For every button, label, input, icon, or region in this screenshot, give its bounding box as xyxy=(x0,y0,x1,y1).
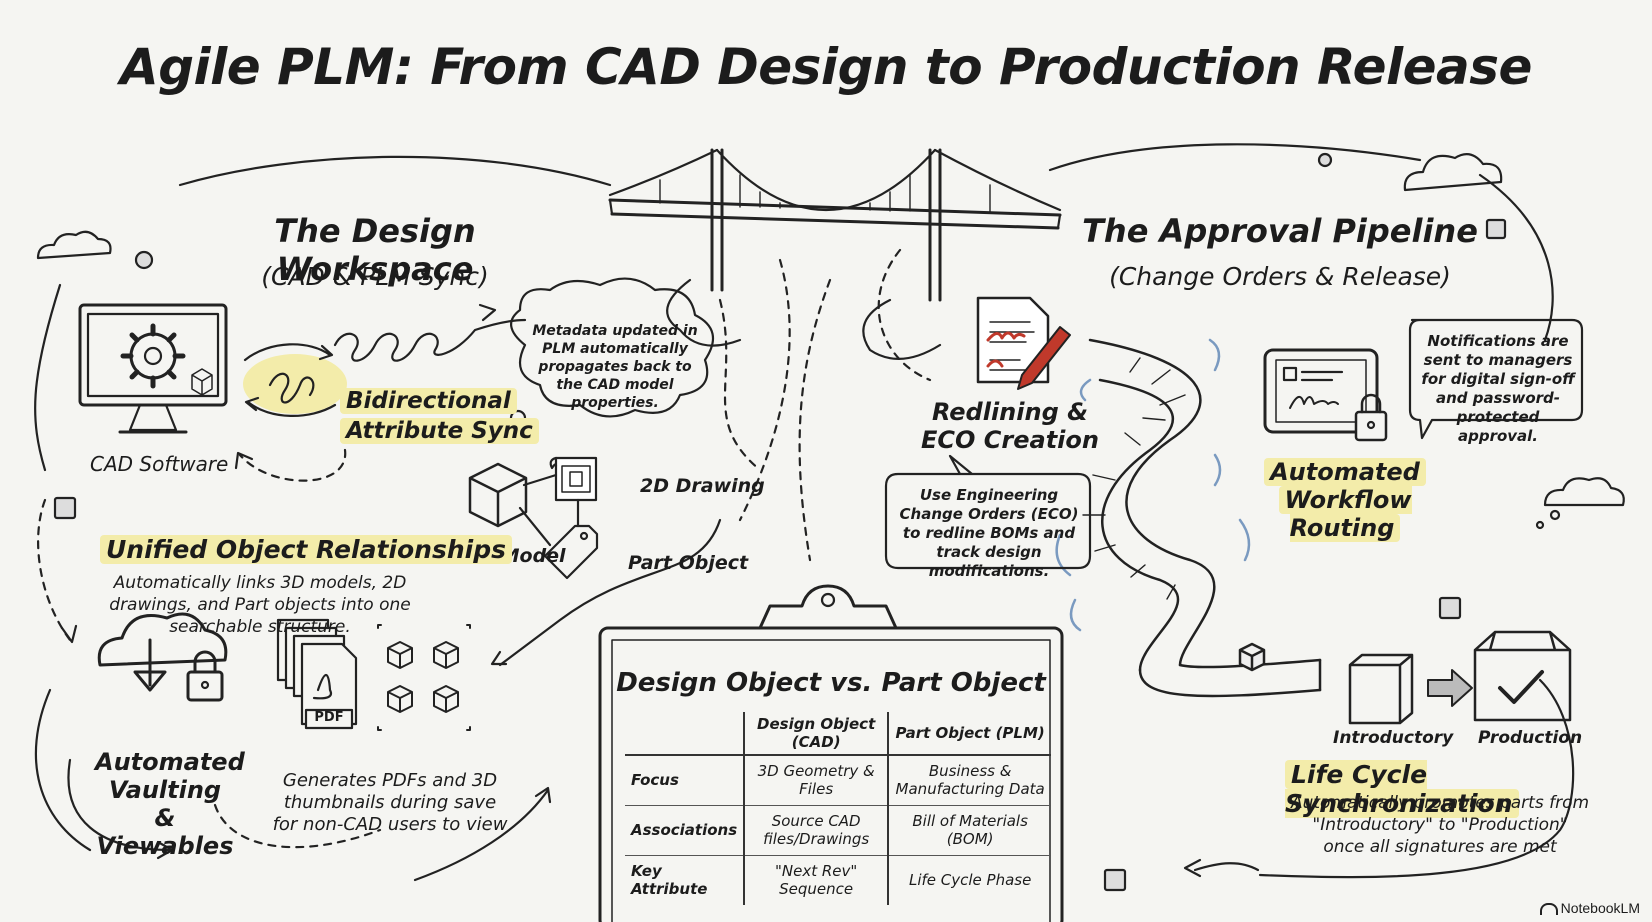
cube-icon xyxy=(468,462,528,528)
relationships-title: Unified Object Relationships xyxy=(100,535,512,564)
eco-bubble-outline xyxy=(884,454,1092,570)
padlock-icon xyxy=(1354,393,1388,442)
design-workspace-heading: The Design Workspace xyxy=(274,212,476,288)
cube-introductory-icon xyxy=(1348,653,1414,725)
sync-arrows-icon xyxy=(243,343,347,417)
redlining-title: Redlining & ECO Creation xyxy=(921,398,1099,454)
cad-software-label: CAD Software xyxy=(90,452,229,476)
cloud-lock-icon xyxy=(97,612,228,702)
approval-pipeline-subheading: (Change Orders & Release) xyxy=(1109,262,1451,291)
table-row: Key Attribute "Next Rev" Sequence Life C… xyxy=(625,855,1052,905)
tag-icon xyxy=(543,524,599,580)
eco-bubble-text: Use Engineering Change Orders (ECO) to r… xyxy=(899,486,1079,580)
computer-gear-icon xyxy=(78,303,228,434)
drawing-icon xyxy=(549,456,598,502)
lifecycle-title: Life Cycle Synchronization xyxy=(1285,760,1652,818)
design-workspace-subheading: (CAD & PLM Sync) xyxy=(261,262,489,291)
production-label: Production xyxy=(1478,728,1583,748)
viewables-text: Generates PDFs and 3D thumbnails during … xyxy=(272,770,508,835)
tablet-signature-icon xyxy=(1263,348,1379,434)
table-row: Focus 3D Geometry & Files Business & Man… xyxy=(625,755,1052,805)
document-pen-icon xyxy=(976,296,1071,390)
notify-bubble-text: Notifications are sent to managers for d… xyxy=(1421,332,1575,445)
bidirectional-sync-label: Bidirectional Attribute Sync xyxy=(340,386,539,446)
conveyor-icon xyxy=(1082,338,1322,698)
cloud-doodle-1 xyxy=(36,230,112,260)
notebooklm-logo-icon xyxy=(1539,903,1558,916)
part-object-label: Part Object xyxy=(628,552,749,574)
cloud-doodle-2 xyxy=(1403,153,1503,192)
comparison-table-title: Design Object vs. Part Object xyxy=(616,668,1046,698)
notify-bubble-outline xyxy=(1408,318,1584,440)
introductory-label: Introductory xyxy=(1333,728,1454,748)
pdf-label: PDF xyxy=(314,710,344,725)
brand-footer: NotebookLM xyxy=(1539,900,1640,916)
col-design-object: Design Object (CAD) xyxy=(743,712,889,755)
table-row: Associations Source CAD files/Drawings B… xyxy=(625,805,1052,855)
drawing-2d-label: 2D Drawing xyxy=(640,475,765,497)
lifecycle-text: Automatically promotes parts from "Intro… xyxy=(1290,793,1590,857)
page-title: Agile PLM: From CAD Design to Production… xyxy=(120,38,1532,96)
bridge-icon xyxy=(608,148,1062,360)
approval-pipeline-heading: The Approval Pipeline xyxy=(1082,212,1478,250)
thumbnail-grid-icon xyxy=(377,624,471,731)
workflow-routing-title: Automated Workflow Routing xyxy=(1225,458,1465,542)
col-part-object: Part Object (PLM) xyxy=(887,712,1052,755)
box-check-icon xyxy=(1473,630,1572,722)
relationships-text: Automatically links 3D models, 2D drawin… xyxy=(109,573,411,637)
vaulting-title: Automated Vaulting & Viewables xyxy=(95,748,245,860)
pdf-stack-icon xyxy=(276,618,358,730)
comparison-table: Design Object (CAD) Part Object (PLM) Fo… xyxy=(625,712,1052,905)
metadata-bubble-text: Metadata updated in PLM automatically pr… xyxy=(532,323,698,411)
metadata-bubble-outline xyxy=(510,277,715,418)
